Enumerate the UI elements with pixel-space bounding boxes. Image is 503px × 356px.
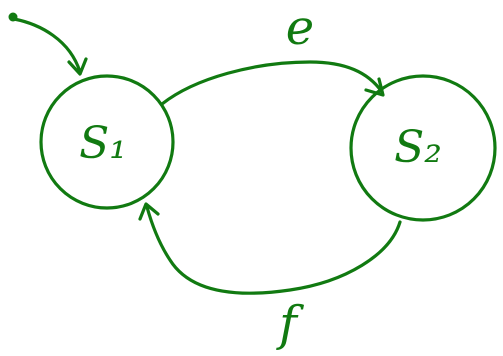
initial-arrow-head-icon	[67, 57, 88, 76]
state-s1-circle	[39, 74, 175, 210]
state-s2[interactable]: S₂	[349, 74, 497, 222]
transition-e[interactable]: e	[160, 0, 385, 106]
transition-e-arrow-head-icon	[364, 77, 385, 97]
state-s1-label: S₁	[79, 118, 127, 169]
initial-transition	[8, 12, 88, 76]
state-s1[interactable]: S₁	[39, 74, 175, 210]
transition-f[interactable]: f	[138, 202, 402, 352]
state-s2-label: S₂	[394, 122, 442, 173]
transition-e-arc	[160, 60, 384, 106]
transition-e-label: e	[286, 0, 314, 56]
initial-arrow-line	[12, 17, 82, 74]
transition-f-label: f	[276, 296, 304, 352]
transition-f-arc	[145, 205, 402, 295]
transition-f-arrow-head-icon	[138, 202, 160, 221]
state-s2-circle	[349, 74, 497, 222]
